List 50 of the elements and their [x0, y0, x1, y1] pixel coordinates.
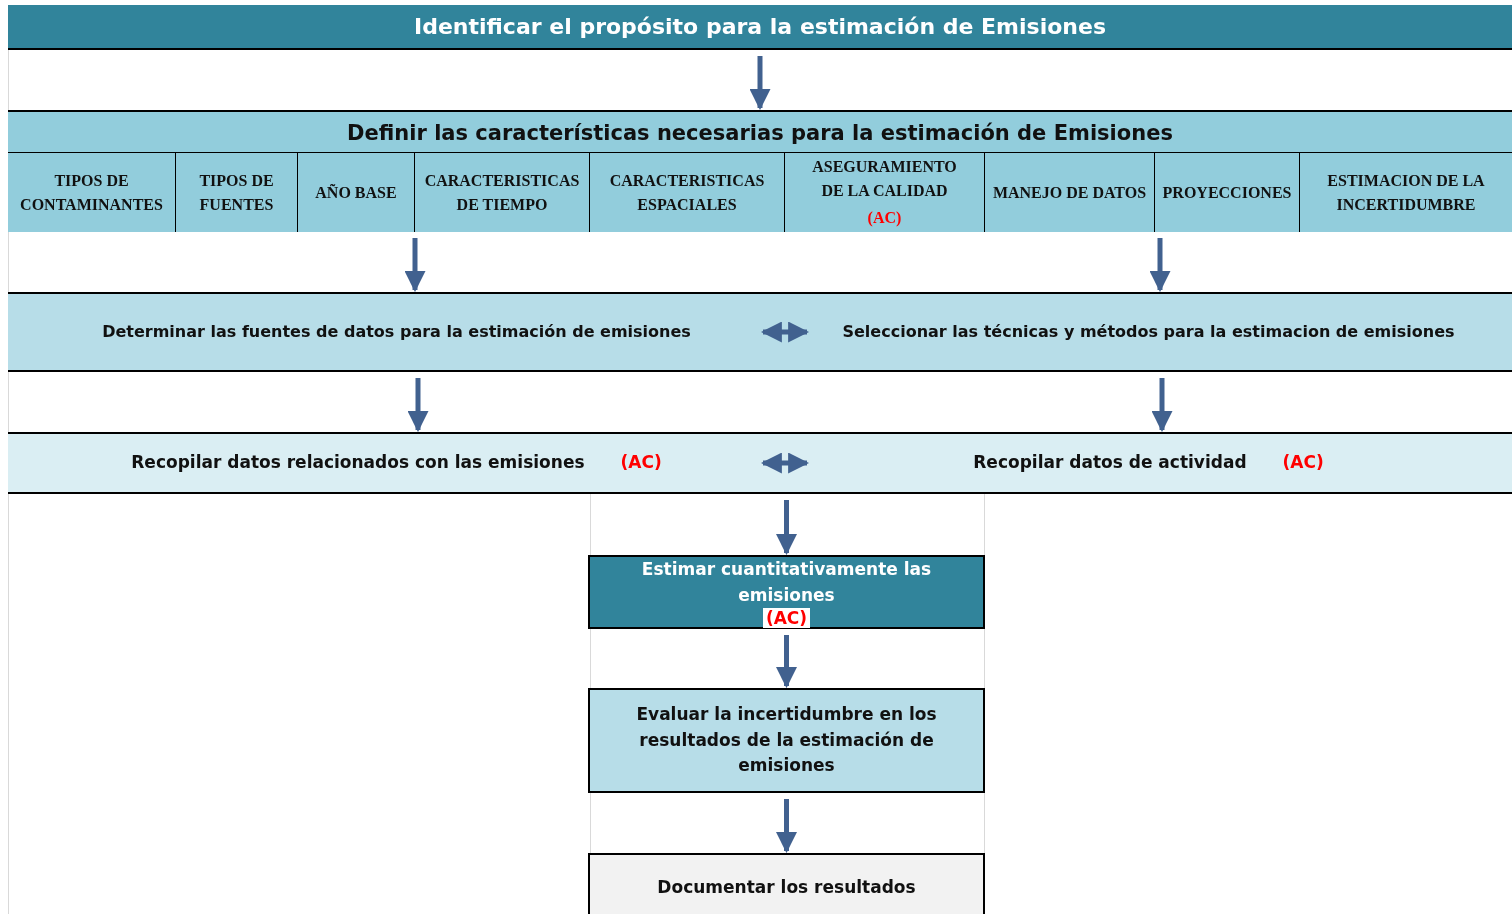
box-text: Determinar las fuentes de datos para la estimación de emisiones — [102, 321, 691, 343]
table-cell — [985, 152, 1155, 232]
arrow — [760, 452, 810, 474]
table-cell — [415, 152, 590, 232]
process-box — [8, 432, 785, 494]
box-text: Recopilar datos de actividad — [973, 451, 1247, 475]
box-text: Recopilar datos relacionados con las emisiones — [131, 451, 585, 475]
arrow — [1149, 238, 1171, 293]
process-box — [8, 110, 1512, 232]
process-box — [785, 292, 1512, 372]
process-box — [588, 853, 985, 914]
process-box — [8, 5, 1512, 50]
table-cell — [590, 152, 785, 232]
box-text: Documentar los resultados — [657, 876, 916, 900]
arrow — [776, 500, 797, 556]
box-text: AÑO BASE — [315, 182, 397, 203]
process-box — [588, 688, 985, 793]
box-text: MANEJO DE DATOS — [992, 182, 1147, 203]
arrow — [407, 378, 429, 433]
table-cell — [176, 152, 298, 232]
table-cell — [1300, 152, 1512, 232]
process-box — [8, 292, 785, 372]
box-text: TIPOS DE FUENTES — [198, 170, 275, 215]
process-box — [588, 555, 985, 629]
box-text: Evaluar la incertidumbre en los resultados de la estimación de emisiones — [635, 703, 938, 778]
box-text: TIPOS DE CONTAMINANTES — [19, 170, 164, 215]
box-text: ESTIMACION DE LA INCERTIDUMBRE — [1326, 170, 1486, 215]
box-text: ASEGURAMIENTO DE LA CALIDAD — [811, 156, 958, 201]
box-text: Definir las características necesarias para la estimación de Emisiones — [347, 120, 1173, 147]
box-text: CARACTERISTICAS ESPACIALES — [608, 170, 766, 215]
table-cell — [785, 152, 985, 232]
box-text: Identificar el propósito para la estimación de Emisiones — [414, 13, 1106, 41]
box-text: Estimar cuantitativamente las emisiones — [640, 558, 933, 607]
quality-note: (AC) — [1282, 451, 1324, 475]
arrow — [776, 799, 797, 854]
arrow — [760, 321, 810, 343]
arrow — [1151, 378, 1173, 433]
process-box — [785, 432, 1512, 494]
arrow — [404, 238, 426, 293]
quality-note: (AC) — [867, 208, 902, 229]
box-text: PROYECCIONES — [1162, 182, 1292, 203]
box-text: Seleccionar las técnicas y métodos para la estimacion de emisiones — [842, 321, 1455, 343]
arrow — [776, 635, 797, 689]
box-text: CARACTERISTICAS DE TIEMPO — [423, 170, 581, 215]
table-cell — [1155, 152, 1300, 232]
arrow — [749, 56, 771, 111]
quality-note: (AC) — [762, 608, 811, 629]
table-cell — [298, 152, 415, 232]
table-cell — [8, 152, 176, 232]
quality-note: (AC) — [620, 451, 662, 475]
